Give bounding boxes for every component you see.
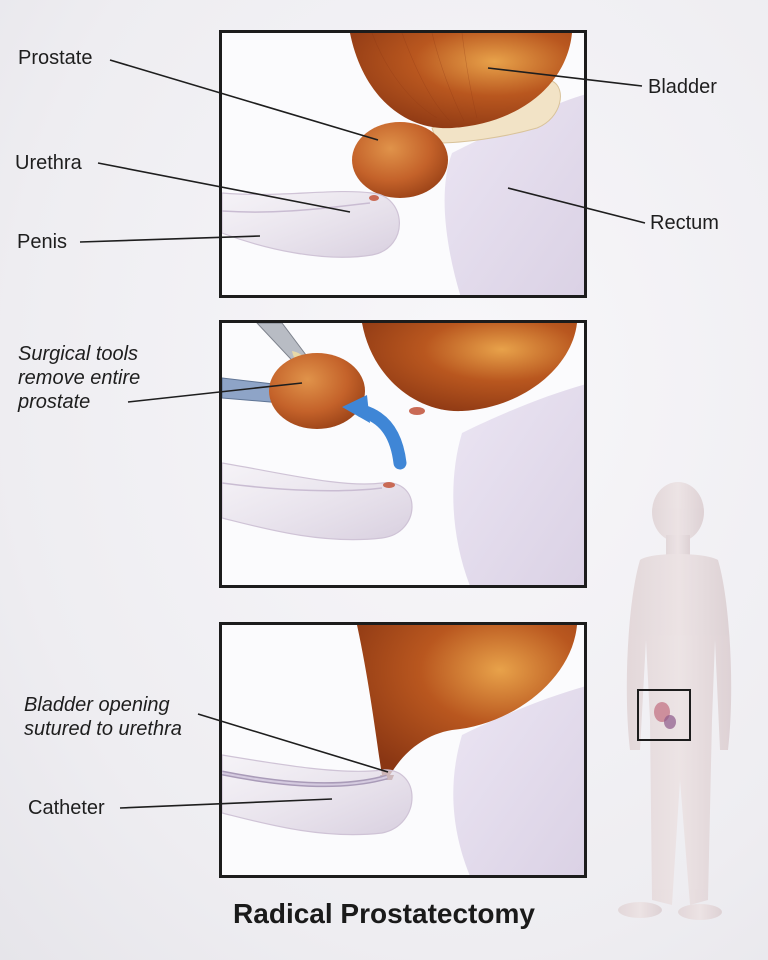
panel-reconstruction: [219, 622, 587, 878]
label-urethra: Urethra: [15, 152, 82, 174]
penis-shape: [222, 463, 412, 540]
removal-arrow: [342, 395, 400, 463]
penis-shape: [222, 192, 399, 258]
label-surgical-tools-line3: prostate: [18, 390, 90, 414]
label-penis: Penis: [17, 231, 67, 253]
label-bladder-opening-line1: Bladder opening: [24, 693, 170, 717]
reconstruction-illustration: [222, 625, 587, 878]
panel-surgery: [219, 320, 587, 588]
rectum-shape: [453, 383, 587, 588]
panel-anatomy: [219, 30, 587, 298]
label-surgical-tools-line2: remove entire: [18, 366, 140, 390]
label-bladder-opening-line2: sutured to urethra: [24, 717, 182, 741]
prostate-shape: [352, 122, 448, 198]
label-prostate: Prostate: [18, 47, 92, 69]
surgery-illustration: [222, 323, 587, 588]
figure-title: Radical Prostatectomy: [0, 898, 768, 930]
label-bladder: Bladder: [648, 76, 717, 98]
label-rectum: Rectum: [650, 212, 719, 234]
label-catheter: Catheter: [28, 797, 105, 819]
anatomy-illustration: [222, 33, 587, 298]
prostate-shape: [269, 353, 365, 429]
label-surgical-tools-line1: Surgical tools: [18, 342, 138, 366]
